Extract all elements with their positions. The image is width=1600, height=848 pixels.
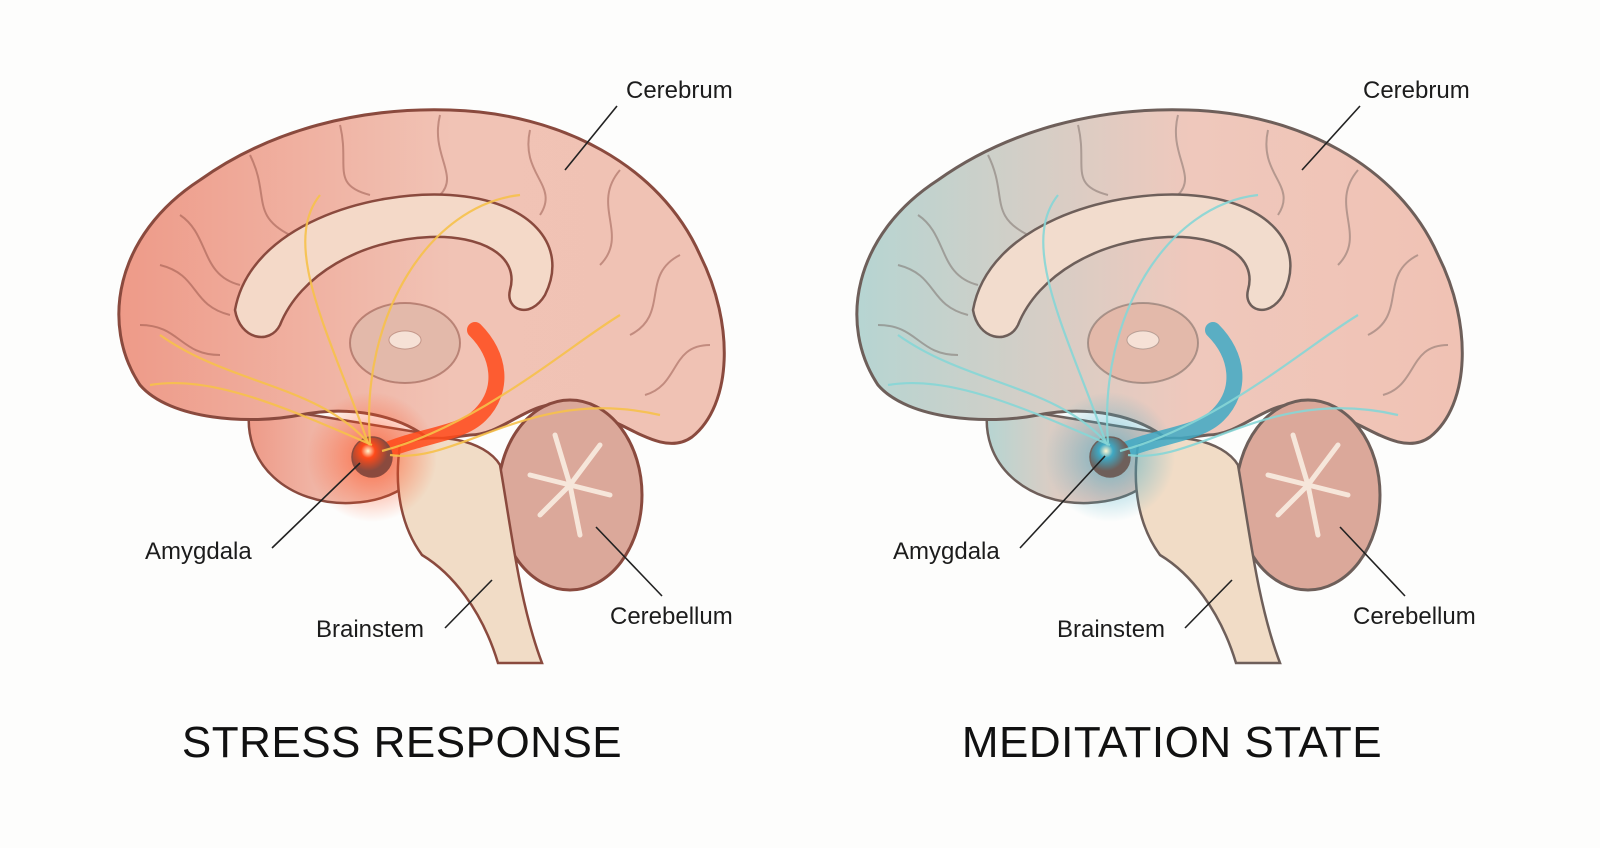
neural-pathways (149, 193, 661, 457)
cerebrum-label: Cerebrum (626, 77, 733, 104)
thalamus-highlight (388, 330, 422, 350)
amygdala-label: Amygdala (893, 538, 1000, 565)
meditation-state-title: MEDITATION STATE (961, 718, 1383, 767)
neural-pathways (887, 193, 1399, 457)
corpus-callosum (233, 193, 554, 339)
amygdala (1089, 436, 1131, 478)
amygdala-label: Amygdala (145, 538, 252, 565)
stress-response-title: STRESS RESPONSE (181, 718, 623, 767)
thalamus-highlight (1126, 330, 1160, 350)
brain-illustration-meditation (855, 108, 1464, 665)
brain-illustration-stress (117, 108, 726, 665)
cerebrum-shape (117, 108, 726, 445)
cerebrum-shape (855, 108, 1464, 445)
brainstem (396, 436, 544, 665)
cerebellum-label: Cerebellum (1353, 603, 1476, 630)
cerebellum-arbor-vitae (1265, 432, 1351, 538)
cerebrum-label: Cerebrum (1363, 77, 1470, 104)
cerebellum-label: Cerebellum (610, 603, 733, 630)
cerebellum-arbor-vitae (527, 432, 613, 538)
brainstem-label: Brainstem (316, 616, 425, 643)
corpus-callosum (971, 193, 1292, 339)
gyri-folds (877, 114, 1449, 396)
brainstem-label: Brainstem (1057, 616, 1166, 643)
brainstem (1134, 436, 1282, 665)
amygdala (351, 436, 393, 478)
gyri-folds (139, 114, 711, 396)
